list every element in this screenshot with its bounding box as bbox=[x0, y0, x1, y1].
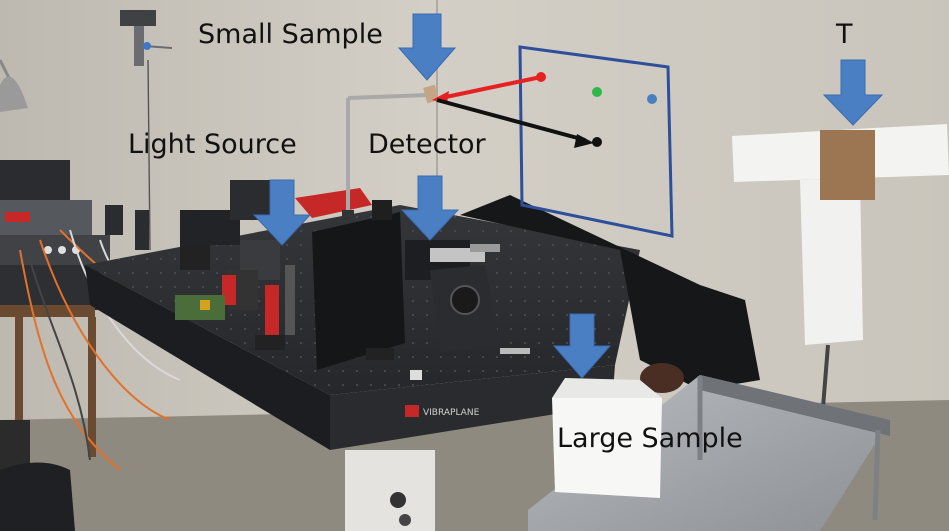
blue-dot bbox=[647, 94, 657, 104]
black-dot bbox=[592, 137, 602, 147]
optical-table-side bbox=[85, 265, 330, 450]
desk-lamp bbox=[0, 59, 28, 112]
light-source-optics bbox=[105, 180, 295, 350]
down-arrow-icon bbox=[397, 13, 457, 81]
detector-assembly bbox=[405, 240, 530, 380]
black-cloth bbox=[460, 195, 760, 390]
down-arrow-icon bbox=[252, 179, 312, 246]
black-baffle bbox=[312, 212, 405, 370]
chair bbox=[0, 462, 75, 531]
large-sample-block bbox=[552, 378, 662, 498]
reflected-beam bbox=[436, 98, 586, 142]
electronics-rack bbox=[0, 160, 110, 531]
small-sample-label: Small Sample bbox=[198, 19, 383, 50]
sample-rod bbox=[342, 93, 429, 220]
large-sample-label: Large Sample bbox=[557, 423, 743, 454]
green-dot bbox=[592, 87, 602, 97]
table-brand-text: VIBRAPLANE bbox=[423, 408, 480, 418]
incident-beam bbox=[440, 75, 542, 100]
down-arrow-icon bbox=[552, 313, 612, 379]
down-arrow-icon bbox=[822, 59, 884, 126]
t-sample-holder bbox=[732, 124, 949, 436]
table-leg bbox=[345, 450, 435, 531]
red-box bbox=[295, 188, 372, 218]
projection-screen bbox=[518, 45, 674, 238]
t-label: T bbox=[836, 19, 853, 50]
light-source-label: Light Source bbox=[128, 129, 297, 160]
detector-label: Detector bbox=[368, 129, 486, 160]
red-dot bbox=[536, 72, 546, 82]
wall-gas-fitting bbox=[120, 10, 173, 251]
down-arrow-icon bbox=[400, 175, 460, 241]
